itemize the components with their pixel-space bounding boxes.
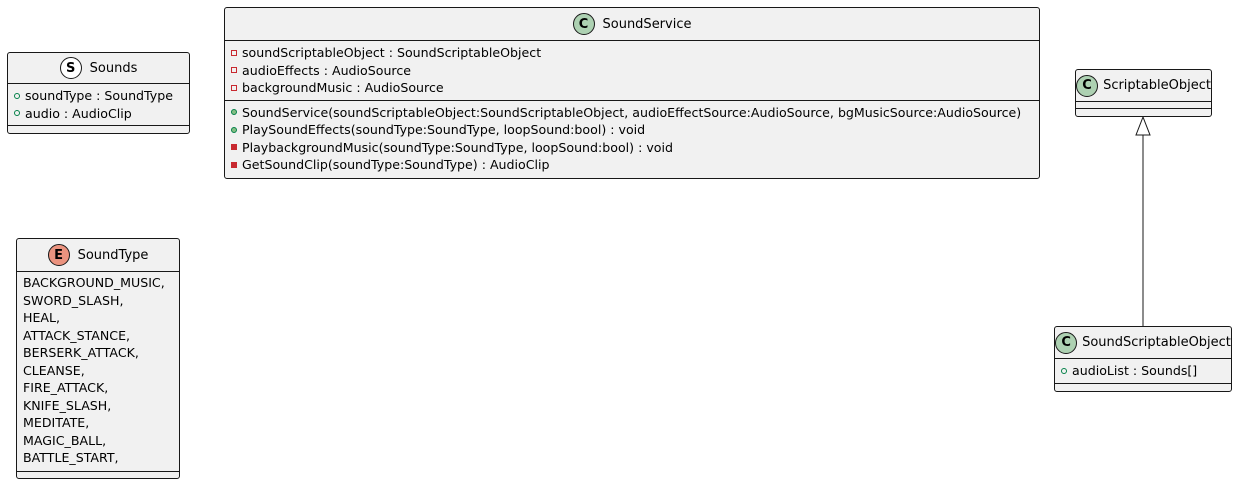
method-text: GetSoundClip(soundType:SoundType) : Audi… (242, 157, 550, 173)
enum-value: FIRE_ATTACK, (23, 380, 109, 395)
method-row: PlaySoundEffects(soundType:SoundType, lo… (231, 121, 1039, 139)
private-method-icon (231, 144, 237, 151)
class-icon: C (1076, 74, 1099, 97)
scriptableobject-header: C ScriptableObject (1076, 70, 1211, 102)
field-row: soundScriptableObject : SoundScriptableO… (231, 44, 1039, 62)
method-row: GetSoundClip(soundType:SoundType) : Audi… (231, 156, 1039, 174)
field-text: audioEffects : AudioSource (242, 62, 412, 78)
fields-section: audioList : Sounds[] (1055, 359, 1231, 384)
field-row: audioList : Sounds[] (1061, 362, 1231, 380)
soundtype-enum[interactable]: E SoundType BACKGROUND_MUSIC, SWORD_SLAS… (16, 238, 180, 479)
soundscriptableobject-class[interactable]: C SoundScriptableObject audioList : Soun… (1054, 326, 1232, 392)
private-field-icon (231, 49, 237, 56)
field-text: soundScriptableObject : SoundScriptableO… (242, 45, 542, 61)
enum-value: ATTACK_STANCE, (23, 327, 131, 343)
private-field-icon (231, 67, 237, 74)
soundtype-header: E SoundType (17, 239, 179, 272)
class-name: SoundService (602, 16, 692, 32)
field-row: audioEffects : AudioSource (231, 62, 1039, 80)
class-icon: C (1055, 331, 1078, 354)
method-text: PlaySoundEffects(soundType:SoundType, lo… (242, 122, 646, 138)
method-row: SoundService(soundScriptableObject:Sound… (231, 104, 1039, 122)
scriptableobject-class[interactable]: C ScriptableObject (1075, 69, 1212, 117)
class-name: SoundScriptableObject (1082, 335, 1231, 350)
class-name: Sounds (89, 60, 138, 76)
class-icon: C (572, 13, 595, 35)
method-row: PlaybackgroundMusic(soundType:SoundType,… (231, 139, 1039, 157)
field-text: backgroundMusic : AudioSource (242, 80, 444, 96)
methods-section (8, 126, 189, 134)
field-row: backgroundMusic : AudioSource (231, 79, 1039, 97)
enum-value: BATTLE_START, (23, 450, 119, 465)
soundscriptableobject-header: C SoundScriptableObject (1055, 327, 1231, 359)
class-name: ScriptableObject (1103, 78, 1211, 93)
methods-section (1076, 109, 1211, 116)
values-section: BACKGROUND_MUSIC, SWORD_SLASH, HEAL, ATT… (17, 272, 179, 472)
field-row: audio : AudioClip (14, 105, 189, 123)
method-text: PlaybackgroundMusic(soundType:SoundType,… (242, 139, 673, 155)
soundservice-header: C SoundService (225, 8, 1039, 41)
private-field-icon (231, 84, 237, 91)
private-method-icon (231, 161, 237, 168)
public-field-icon (14, 92, 20, 99)
methods-section: SoundService(soundScriptableObject:Sound… (225, 101, 1039, 177)
public-method-icon (231, 126, 237, 133)
public-method-icon (231, 109, 237, 116)
field-text: audio : AudioClip (25, 105, 132, 121)
field-text: audioList : Sounds[] (1072, 363, 1198, 379)
enum-icon: E (47, 244, 70, 266)
method-text: SoundService(soundScriptableObject:Sound… (242, 104, 1022, 120)
enum-value: SWORD_SLASH, (23, 292, 124, 308)
sounds-struct[interactable]: S Sounds soundType : SoundType audio : A… (7, 52, 190, 134)
methods-section (1055, 384, 1231, 390)
enum-value: CLEANSE, (23, 362, 85, 378)
field-row: soundType : SoundType (14, 87, 189, 105)
enum-value: MEDITATE, (23, 415, 90, 430)
enum-value: BERSERK_ATTACK, (23, 345, 139, 360)
soundservice-class[interactable]: C SoundService soundScriptableObject : S… (224, 7, 1040, 179)
enum-value: HEAL, (23, 310, 61, 325)
fields-section: soundType : SoundType audio : AudioClip (8, 84, 189, 126)
fields-section (1076, 102, 1211, 109)
fields-section: soundScriptableObject : SoundScriptableO… (225, 41, 1039, 101)
public-field-icon (14, 110, 20, 117)
enum-value: BACKGROUND_MUSIC, (23, 275, 165, 290)
class-name: SoundType (77, 247, 149, 263)
methods-section (17, 472, 179, 478)
struct-icon: S (59, 57, 82, 79)
public-field-icon (1061, 367, 1067, 374)
enum-value: MAGIC_BALL, (23, 432, 107, 448)
enum-value: KNIFE_SLASH, (23, 397, 112, 413)
field-text: soundType : SoundType (25, 88, 173, 104)
sounds-header: S Sounds (8, 53, 189, 84)
